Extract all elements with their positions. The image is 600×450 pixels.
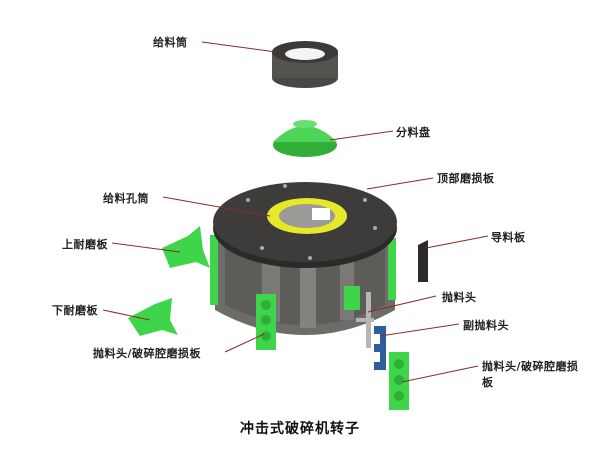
label-feed-hole-tube: 给料孔筒 (103, 192, 149, 205)
leader-lines (102, 41, 489, 383)
secondary-throw-head-part (374, 326, 386, 370)
guide-plate-part (418, 240, 428, 282)
lower-wear-plate-part (128, 298, 178, 336)
label-throw-head: 抛料头 (442, 291, 477, 304)
label-top-wear-plate: 顶部磨损板 (437, 172, 495, 185)
right-cavity-wear-plate-part (389, 352, 409, 410)
label-feed-tube: 给料筒 (153, 36, 188, 49)
distributor-plate-part (273, 120, 337, 157)
label-throw-head-cavity-wear-plate-left: 抛料头/破碎腔磨损板 (93, 347, 202, 360)
left-throw-head-part (256, 294, 276, 350)
label-lower-wear-plate: 下耐磨板 (52, 304, 98, 317)
label-upper-wear-plate: 上耐磨板 (62, 238, 108, 251)
label-throw-head-cavity-wear-plate-right-1: 抛料头/破碎腔磨损 (482, 360, 579, 373)
label-secondary-throw-head: 副抛料头 (463, 319, 509, 332)
label-distributor-plate: 分料盘 (396, 126, 431, 139)
label-throw-head-cavity-wear-plate-right-2: 板 (482, 376, 494, 389)
throw-head-part (344, 286, 374, 348)
diagram-caption: 冲击式破碎机转子 (240, 421, 360, 437)
upper-wear-plate-part (162, 226, 210, 268)
label-guide-plate: 导料板 (491, 231, 526, 244)
feed-tube-part (272, 41, 338, 88)
